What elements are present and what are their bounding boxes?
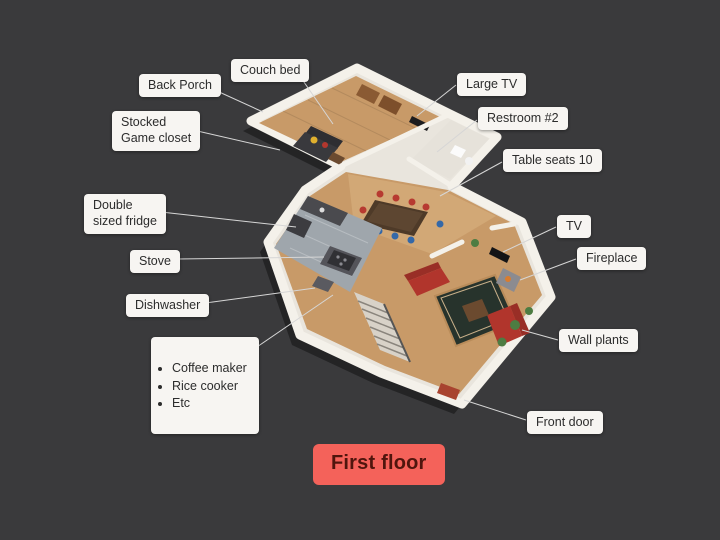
porch-floor-planks bbox=[282, 87, 416, 152]
leader-restroom-2 bbox=[436, 119, 478, 153]
leader-stove bbox=[177, 256, 325, 260]
dining-table-top bbox=[367, 203, 423, 232]
stove-burners bbox=[336, 255, 347, 266]
couch-bed-back bbox=[305, 126, 343, 149]
leader-large-tv bbox=[416, 84, 457, 117]
kitchen-sink bbox=[319, 207, 325, 213]
leader-table-seats bbox=[439, 161, 503, 197]
dining-plant bbox=[471, 239, 479, 247]
staircase bbox=[354, 292, 411, 363]
wall-plants-group bbox=[497, 307, 533, 347]
leader-wall-plants bbox=[521, 329, 559, 341]
restroom-2-room bbox=[411, 120, 489, 179]
sofa-seat bbox=[408, 268, 450, 296]
label-dishwasher: Dishwasher bbox=[126, 294, 210, 318]
leader-tv bbox=[502, 226, 557, 253]
sofa2-back bbox=[510, 303, 530, 336]
appliances-item: Coffee maker bbox=[172, 360, 247, 376]
game-closet-shelf bbox=[378, 95, 402, 115]
interior-walls bbox=[338, 111, 517, 259]
label-couch-bed: Couch bed bbox=[231, 59, 310, 83]
leader-fridge bbox=[160, 211, 297, 228]
living-tv-screen bbox=[489, 247, 510, 263]
appliances-list: Coffee maker Rice cooker Etc bbox=[155, 357, 249, 414]
leader-front-door bbox=[463, 399, 527, 421]
restroom-toilet bbox=[465, 157, 473, 165]
living-room bbox=[404, 247, 533, 400]
label-large-tv: Large TV bbox=[457, 73, 527, 97]
pillow-yellow bbox=[310, 136, 318, 144]
label-stove: Stove bbox=[130, 250, 180, 274]
floor-title: First floor bbox=[313, 444, 445, 485]
double-fridge bbox=[286, 214, 312, 238]
living-coffee-table bbox=[462, 299, 489, 322]
label-restroom-2: Restroom #2 bbox=[478, 107, 568, 131]
pillow-red bbox=[322, 142, 328, 148]
leader-fireplace bbox=[519, 258, 577, 281]
label-double-fridge: Double sized fridge bbox=[84, 194, 166, 234]
label-game-closet: Stocked Game closet bbox=[112, 111, 201, 151]
label-back-porch: Back Porch bbox=[139, 74, 221, 98]
label-fireplace: Fireplace bbox=[577, 247, 647, 271]
appliances-item: Rice cooker bbox=[172, 378, 247, 394]
label-wall-plants: Wall plants bbox=[559, 329, 638, 353]
leader-appliances bbox=[253, 294, 334, 350]
restroom-floor bbox=[411, 120, 489, 179]
label-tv: TV bbox=[557, 215, 591, 239]
back-porch-room bbox=[259, 76, 440, 165]
label-table-seats-10: Table seats 10 bbox=[503, 149, 602, 173]
stair-railing bbox=[383, 303, 411, 363]
label-front-door: Front door bbox=[527, 411, 603, 435]
dishwasher-unit bbox=[312, 276, 334, 292]
porch-coffee-table bbox=[328, 152, 345, 165]
couch-bed-seat bbox=[293, 132, 338, 162]
appliances-item: Etc bbox=[172, 395, 247, 411]
sofa-back bbox=[404, 262, 441, 281]
fireplace-fire bbox=[505, 276, 511, 282]
leader-dishwasher bbox=[197, 287, 316, 305]
stair-steps bbox=[357, 300, 408, 357]
game-closet-shelf bbox=[356, 84, 380, 104]
leader-game-closet bbox=[192, 129, 281, 151]
leader-lines bbox=[160, 71, 577, 421]
label-appliances-list: Coffee maker Rice cooker Etc bbox=[151, 337, 259, 435]
front-door-panel bbox=[437, 383, 460, 400]
stove-top bbox=[327, 250, 356, 271]
restroom-sink bbox=[450, 145, 466, 158]
sofa2-seat bbox=[487, 306, 522, 346]
kitchen bbox=[274, 196, 382, 292]
